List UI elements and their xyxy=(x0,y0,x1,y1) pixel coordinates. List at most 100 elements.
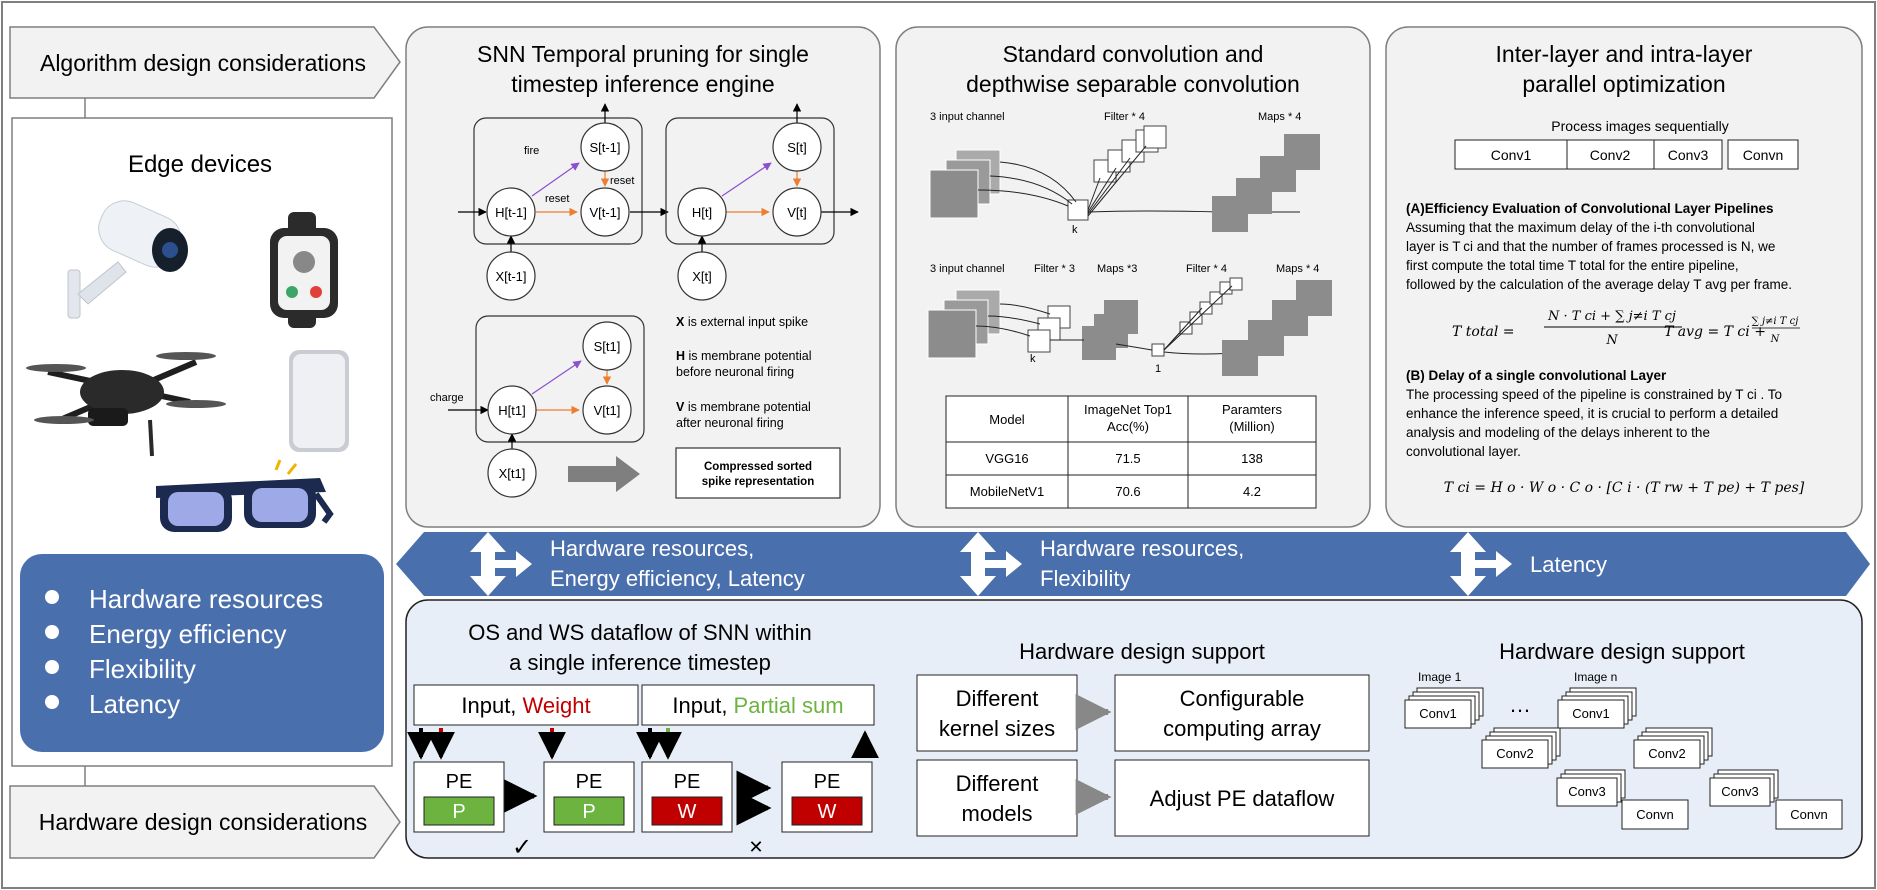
conv-label: k xyxy=(1030,353,1036,365)
requirement-item: Latency xyxy=(89,689,180,719)
section-b-line: enhance the inference speed, it is cruci… xyxy=(1406,406,1778,421)
input-node-label: X[t-1] xyxy=(495,269,526,284)
dataflow-title: a single inference timestep xyxy=(509,650,771,675)
reset-label: reset xyxy=(545,193,569,205)
smart-glasses-icon xyxy=(156,459,334,532)
sequential-title: Process images sequentially xyxy=(1551,118,1728,134)
register-label: W xyxy=(818,801,837,823)
band-label: Latency xyxy=(1530,552,1607,577)
spike-node-label: S[t-1] xyxy=(589,140,620,155)
membrane-h-node xyxy=(487,385,537,435)
conv-panel: Standard convolution and depthwise separ… xyxy=(895,26,1371,528)
table-cell: 70.6 xyxy=(1115,484,1140,499)
layer-label: Conv1 xyxy=(1572,706,1610,721)
pipeline-stack xyxy=(1404,687,1484,729)
legend-h-cont: before neuronal firing xyxy=(676,365,794,379)
pipeline-stack xyxy=(1481,727,1561,769)
kernel-sizes-label: Different xyxy=(956,686,1039,711)
image-label: Image n xyxy=(1574,670,1617,684)
input-node xyxy=(486,251,536,301)
reset-label: reset xyxy=(610,175,634,187)
conv-label: Filter * 3 xyxy=(1034,263,1075,275)
formula-text: T total = xyxy=(1452,324,1514,340)
timestep-block-prev xyxy=(473,117,643,245)
pe-label: PE xyxy=(446,771,473,793)
conv-label: Maps * 4 xyxy=(1258,111,1301,123)
models-label: Different xyxy=(956,771,1039,796)
requirement-item: Flexibility xyxy=(89,654,196,684)
table-cell: 71.5 xyxy=(1115,451,1140,466)
double-arrow-icon xyxy=(1450,532,1512,596)
fire-arrow xyxy=(531,162,580,197)
input-node-label: X[t1] xyxy=(499,466,526,481)
pe-label: PE xyxy=(576,771,603,793)
pipeline-stack xyxy=(1775,799,1843,830)
conv-title: Standard convolution and xyxy=(1003,41,1264,67)
configurable-array-label: Configurable xyxy=(1180,686,1305,711)
requirements-list: Hardware resources Energy efficiency Fle… xyxy=(45,584,323,719)
table-header-cell: Model xyxy=(989,412,1025,427)
pipeline-stack xyxy=(1621,799,1689,830)
section-b-line: convolutional layer. xyxy=(1406,444,1521,459)
legend-x: X is external input spike xyxy=(676,315,808,329)
snn-title: SNN Temporal pruning for single xyxy=(477,41,809,67)
band-label: Hardware resources, xyxy=(1040,536,1244,561)
filters-top xyxy=(1067,125,1167,221)
conv-label: 3 input channel xyxy=(930,111,1005,123)
weight-register xyxy=(651,796,723,826)
membrane-v-node xyxy=(582,385,632,435)
cross-icon: ✕ xyxy=(748,837,763,857)
ws-header-label: Input, Weight xyxy=(461,693,590,718)
membrane-h-node-label: H[t-1] xyxy=(495,205,527,220)
band-label: Energy efficiency, Latency xyxy=(550,566,805,591)
weight-register xyxy=(791,796,863,826)
snn-panel: SNN Temporal pruning for single timestep… xyxy=(405,26,881,528)
pe-label: PE xyxy=(814,771,841,793)
requirement-item: Energy efficiency xyxy=(89,619,287,649)
input-node xyxy=(677,251,727,301)
parallel-panel: Inter-layer and intra-layer parallel opt… xyxy=(1385,26,1863,528)
configurable-array-label: computing array xyxy=(1163,716,1321,741)
double-arrow-icon xyxy=(960,532,1022,596)
smartwatch-icon xyxy=(270,212,338,328)
pipeline-stack xyxy=(1633,727,1713,769)
parallel-title: parallel optimization xyxy=(1522,71,1725,97)
kernel-sizes-label: kernel sizes xyxy=(939,716,1055,741)
register-label: P xyxy=(582,801,595,823)
legend-v: V is membrane potential xyxy=(676,400,811,414)
hardware-panel: OS and WS dataflow of SNN within a singl… xyxy=(405,599,1863,861)
pipeline-stack xyxy=(1556,769,1626,807)
formula-ci: T ci = H o · W o · C o · [C i · (T rw + … xyxy=(1444,480,1805,496)
input-node-label: X[t] xyxy=(692,269,712,284)
membrane-h-node-label: H[t1] xyxy=(498,403,525,418)
section-a-line: layer is T ci and that the number of fra… xyxy=(1406,239,1775,254)
spike-node xyxy=(582,321,632,371)
pipeline-stack xyxy=(1709,769,1779,807)
band-label: Hardware resources, xyxy=(550,536,754,561)
big-arrow-icon xyxy=(568,456,640,492)
table-header-cell: (Million) xyxy=(1229,419,1275,434)
layer-label: Conv3 xyxy=(1568,784,1606,799)
check-icon: ✓ xyxy=(512,834,532,861)
conv-label: Maps * 4 xyxy=(1276,263,1319,275)
section-b-title: (B) Delay of a single convolutional Laye… xyxy=(1406,368,1667,383)
compressed-label: spike representation xyxy=(702,476,814,488)
hardware-tag-label: Hardware design considerations xyxy=(39,809,368,835)
fire-label: fire xyxy=(524,145,539,157)
fire-arrow xyxy=(721,162,772,197)
pipeline-stack xyxy=(1557,687,1637,729)
requirement-item: Hardware resources xyxy=(89,584,323,614)
os-header-box xyxy=(641,684,875,726)
edge-devices-title: Edge devices xyxy=(128,151,272,178)
dataflow-title: OS and WS dataflow of SNN within xyxy=(468,620,812,645)
formula-total: T total = N · T ci + ∑ j≠i T cj N xyxy=(1452,309,1682,348)
section-a-line: Assuming that the maximum delay of the i… xyxy=(1406,220,1755,235)
formula-text: T avg = T ci + xyxy=(1664,324,1766,340)
sequential-label: Conv2 xyxy=(1590,147,1631,163)
left-column: Algorithm design considerations Edge dev… xyxy=(9,26,401,859)
membrane-h-node xyxy=(677,187,727,237)
security-camera-icon xyxy=(67,200,188,319)
layer-label: Conv1 xyxy=(1419,706,1457,721)
layer-label: Convn xyxy=(1636,807,1674,822)
spike-node-label: S[t1] xyxy=(594,339,621,354)
